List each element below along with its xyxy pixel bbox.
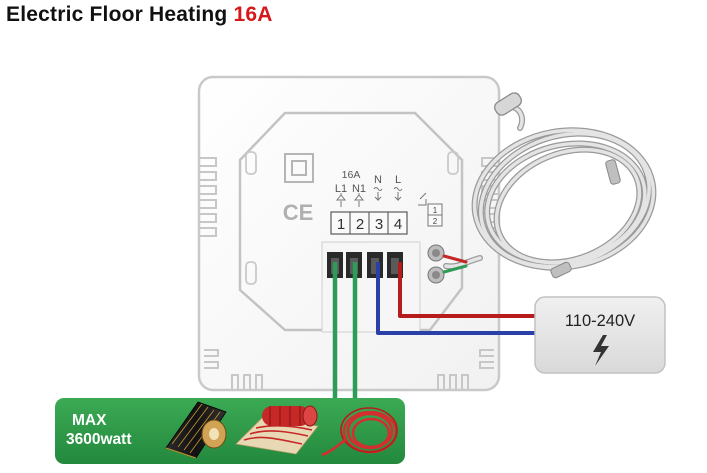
- sensor-terminal-block: 1 2: [418, 192, 443, 227]
- terminal-label-n1: N1: [352, 183, 366, 195]
- terminal-number-3: 3: [375, 216, 383, 233]
- terminal-label-l1: L1: [335, 183, 347, 195]
- max-power-label: 3600watt: [66, 431, 131, 448]
- power-supply-box: 110-240V: [534, 296, 666, 374]
- double-insulation-symbol: [284, 153, 314, 183]
- terminal-label-l: L: [395, 174, 401, 186]
- title-main: Electric Floor Heating: [6, 3, 228, 26]
- terminal-number-2: 2: [356, 216, 364, 233]
- cable-ties: [550, 159, 621, 279]
- rating-label: 16A: [342, 169, 361, 181]
- neutral-wire: [376, 262, 540, 335]
- heating-film-icon: [165, 401, 227, 459]
- inner-frame-slots: [245, 151, 459, 285]
- ce-mark: CE: [283, 200, 314, 225]
- max-label: MAX: [72, 412, 107, 429]
- live-wire: [398, 262, 540, 318]
- sensor-probe: [494, 92, 522, 116]
- vent-slots-bottom: [204, 349, 494, 389]
- supply-voltage-label: 110-240V: [565, 312, 635, 330]
- inner-frame: [238, 111, 464, 332]
- heating-mat-icon: [235, 405, 319, 455]
- heating-cable-icon: [321, 407, 398, 457]
- lightning-bolt-icon: [593, 335, 609, 366]
- title-accent: 16A: [233, 3, 273, 26]
- terminal-labels: 16A L1 N1 N L: [335, 169, 401, 195]
- terminal-number-4: 4: [394, 216, 402, 233]
- sensor-screws: [427, 244, 445, 284]
- terminal-block: 1 2 3 4: [330, 211, 408, 235]
- diagram-title: Electric Floor Heating 16A: [6, 3, 273, 27]
- heating-elements-panel: MAX 3600watt: [55, 398, 405, 464]
- terminal-symbols: [335, 187, 403, 207]
- floor-sensor-cable-icon: [443, 105, 657, 271]
- vent-slots-left: [200, 157, 217, 237]
- terminal-number-1: 1: [337, 216, 345, 233]
- sensor-terminal-number-1: 1: [433, 206, 438, 215]
- wires: [332, 262, 540, 400]
- sensor-symbol-icon: [418, 192, 427, 206]
- sensor-wire-ends: [442, 254, 468, 274]
- sensor-terminal-number-2: 2: [433, 217, 438, 226]
- terminal-label-n: N: [374, 174, 382, 186]
